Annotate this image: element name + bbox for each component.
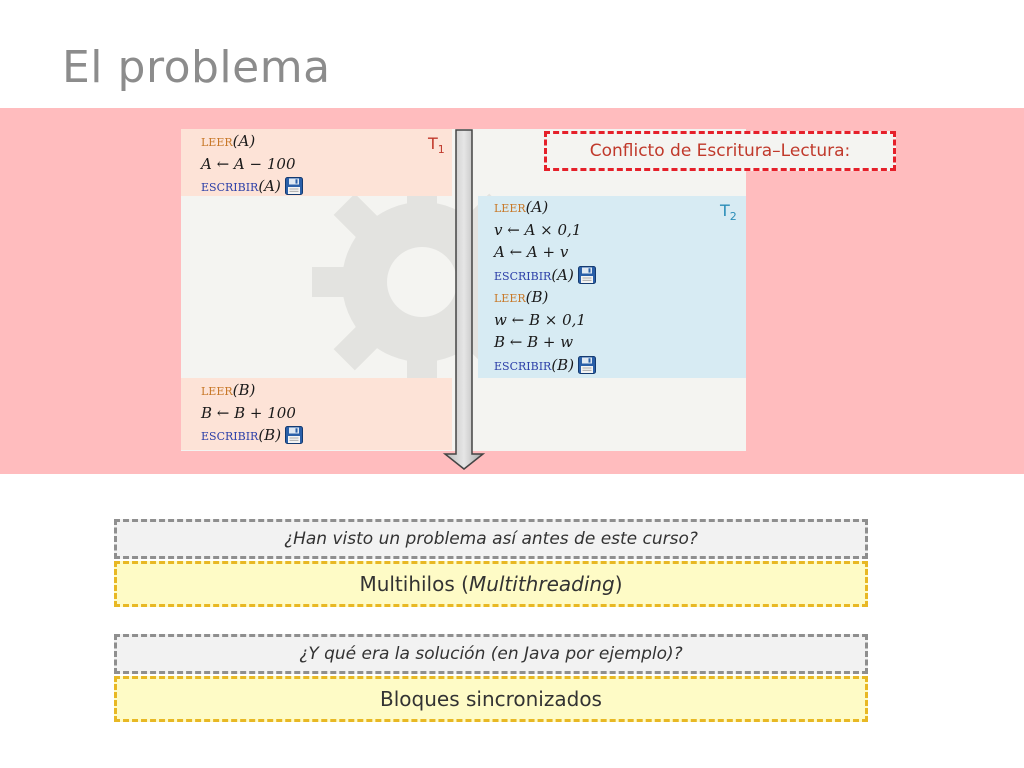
answer-1-prefix: Multihilos ( <box>359 572 469 596</box>
operation-expression: A ← A − 100 <box>201 154 296 173</box>
operation-keyword: escribir <box>494 265 552 284</box>
floppy-disk-icon <box>577 265 596 284</box>
code-line: w ← B × 0,1 <box>478 309 746 332</box>
code-line: B ← B + 100 <box>181 402 452 425</box>
operation-keyword: leer <box>494 198 526 216</box>
code-line: v ← A × 0,1 <box>478 219 746 242</box>
question-1: ¿Han visto un problema así antes de este… <box>114 519 868 559</box>
question-2: ¿Y qué era la solución (en Java por ejem… <box>114 634 868 674</box>
operation-keyword: leer <box>494 288 526 306</box>
code-line: leer(B) <box>181 379 452 402</box>
t1-label: T1 <box>428 134 445 157</box>
operation-keyword: escribir <box>201 426 259 444</box>
code-line: escribir(A) <box>181 175 452 198</box>
operation-expression: v ← A × 0,1 <box>494 220 582 239</box>
operation-expression: (A) <box>232 132 256 150</box>
operation-expression: (B) <box>551 355 575 374</box>
operation-keyword: leer <box>201 132 233 150</box>
code-line: escribir(A) <box>478 264 746 287</box>
t2-label: T2 <box>720 201 737 224</box>
code-line: leer(B) <box>478 286 746 309</box>
code-line: leer(A) <box>181 130 452 153</box>
floppy-disk-icon <box>578 355 597 374</box>
operation-expression: w ← B × 0,1 <box>494 310 586 329</box>
code-line: A ← A − 100 <box>181 153 452 176</box>
operation-expression: (A) <box>258 177 281 195</box>
operation-keyword: escribir <box>494 355 552 374</box>
operation-expression: B ← B + w <box>494 333 574 351</box>
operation-expression: (B) <box>525 288 549 306</box>
operation-expression: (B) <box>258 426 282 444</box>
operation-expression: A ← A + v <box>494 243 569 261</box>
conflict-label: Conflicto de Escritura–Lectura: <box>544 131 896 171</box>
floppy-disk-icon <box>285 426 304 444</box>
code-line: B ← B + w <box>478 331 746 354</box>
down-arrow-icon <box>442 129 486 470</box>
operation-keyword: leer <box>201 381 233 399</box>
operation-expression: B ← B + 100 <box>201 403 296 422</box>
answer-1-suffix: ) <box>614 572 623 596</box>
answer-2: Bloques sincronizados <box>114 676 868 722</box>
answer-1: Multihilos (Multithreading) <box>114 561 868 607</box>
operation-expression: (A) <box>551 265 574 284</box>
floppy-disk-icon <box>284 177 303 195</box>
operation-keyword: escribir <box>201 177 259 195</box>
code-line: leer(A) <box>478 196 746 219</box>
operation-expression: (A) <box>525 198 549 216</box>
code-line: escribir(B) <box>181 424 452 447</box>
code-line: escribir(B) <box>478 354 746 377</box>
operation-expression: (B) <box>232 381 256 399</box>
code-line: A ← A + v <box>478 241 746 264</box>
answer-1-italic: Multithreading <box>468 572 615 596</box>
slide-title: El problema <box>62 42 331 93</box>
